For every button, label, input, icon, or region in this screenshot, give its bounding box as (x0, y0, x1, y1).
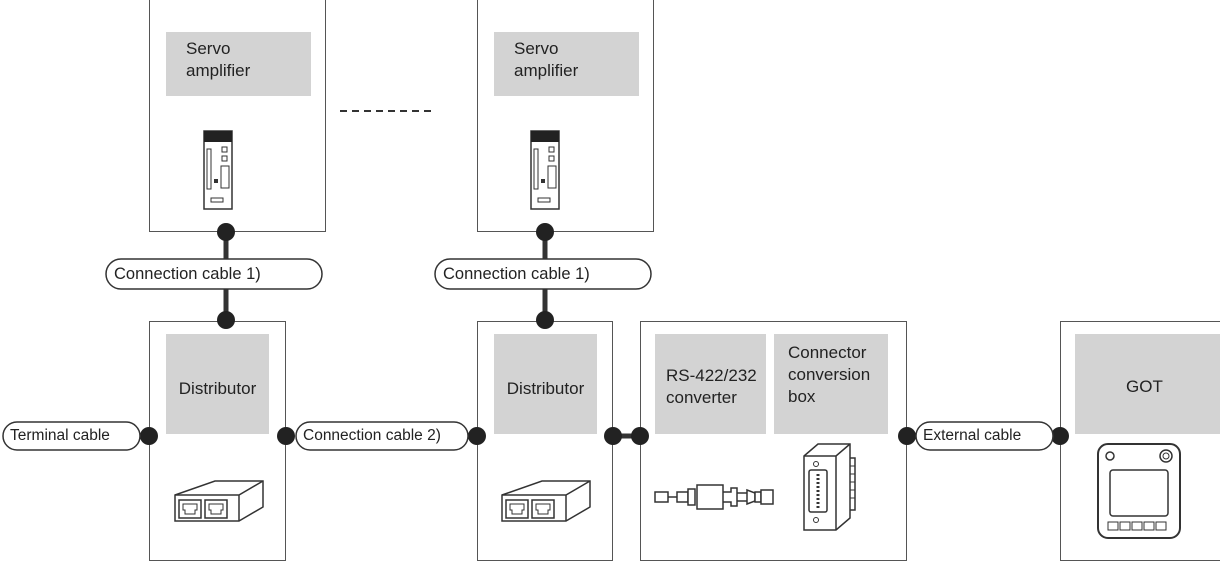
distributor-converter-link (604, 427, 649, 445)
external-cable-dot-right (1051, 427, 1069, 445)
terminal-cable-frame (2, 421, 141, 451)
connection-cable-2-dot-left (277, 427, 295, 445)
distributor-icon-1 (174, 480, 264, 522)
external-cable-dot-left (898, 427, 916, 445)
servo-amplifier-label-2: Servo amplifier (494, 32, 639, 96)
converter-box: RS-422/232 converter Connector conversio… (640, 321, 907, 561)
connection-cable-2-label: Connection cable 2) (303, 427, 441, 444)
servo-amplifier-box-1: Servo amplifier (149, 0, 326, 232)
servo-amplifier-icon-1 (203, 130, 233, 210)
servo-amplifier-label-1: Servo amplifier (166, 32, 311, 96)
connection-cable-1-label-1: Connection cable 1) (114, 265, 261, 283)
servo-amplifier-icon-2 (530, 130, 560, 210)
servo-amplifier-box-2: Servo amplifier (477, 0, 654, 232)
terminal-cable-label: Terminal cable (10, 427, 110, 444)
connection-cable-2-dot-right (468, 427, 486, 445)
distributor-icon-2 (501, 480, 591, 522)
distributor-box-1: Distributor (149, 321, 286, 561)
connection-cable-2-frame (295, 421, 469, 451)
connector-conversion-box-icon (803, 443, 856, 531)
converter-label: RS-422/232 converter (655, 334, 766, 434)
connector-conversion-box-label: Connector conversion box (774, 334, 888, 434)
connection-cable-1-label-2: Connection cable 1) (443, 265, 590, 283)
connection-cable-1-frame-2 (434, 258, 652, 290)
got-label: GOT (1075, 334, 1220, 434)
connection-cable-1-frame-1 (105, 258, 323, 290)
distributor-label-2: Distributor (494, 334, 597, 434)
external-cable-label: External cable (923, 427, 1022, 444)
got-terminal-icon (1097, 443, 1181, 539)
external-cable-frame (915, 421, 1054, 451)
terminal-cable-dot (140, 427, 158, 445)
converter-cable-icon (654, 484, 774, 510)
distributor-label-1: Distributor (166, 334, 269, 434)
